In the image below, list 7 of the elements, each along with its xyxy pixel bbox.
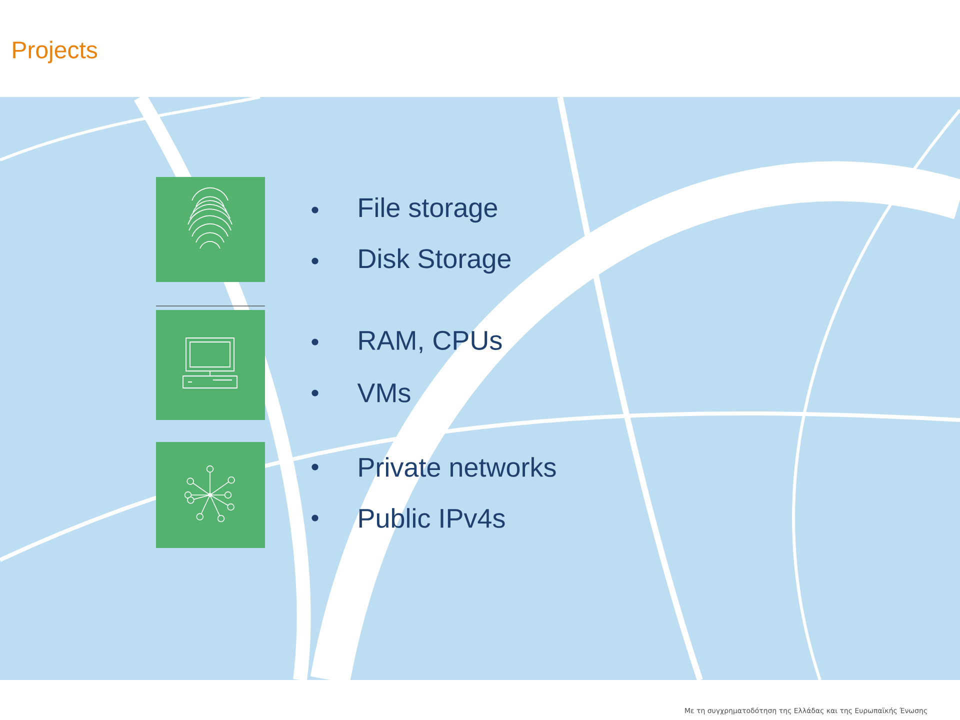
- title: Projects: [13, 40, 98, 64]
- bullet-item: RAM, CPUs: [359, 330, 502, 354]
- bullet-item: Private networks: [359, 457, 556, 477]
- bullet-item: VMs: [357, 384, 410, 402]
- bullet-item: Public IPv4s: [359, 508, 505, 528]
- bullet-item: Disk Storage: [359, 248, 511, 274]
- bullet-item: File storage: [359, 197, 498, 223]
